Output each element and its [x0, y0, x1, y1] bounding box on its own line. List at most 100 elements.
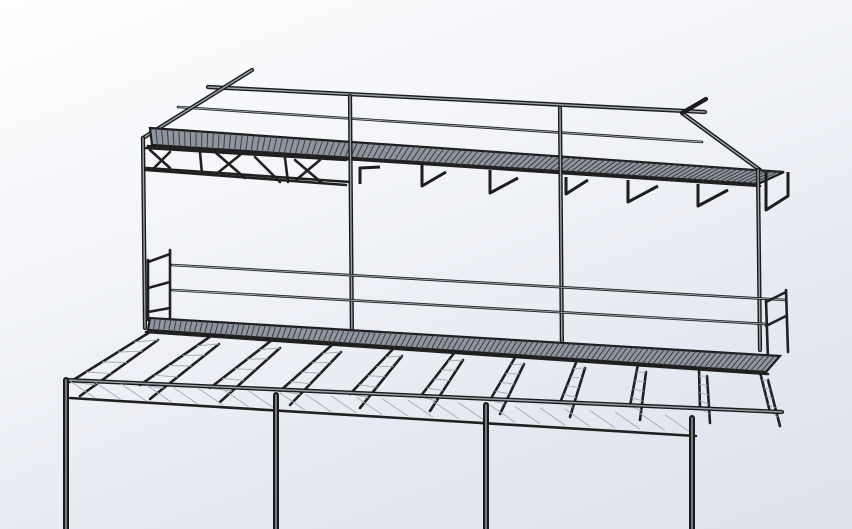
- deck-slat: [509, 153, 525, 169]
- deck-slat: [564, 157, 583, 172]
- deck-slat: [515, 154, 531, 169]
- joist-web: [85, 371, 112, 375]
- deck-slat: [296, 327, 303, 341]
- joist-top-chord: [138, 334, 213, 387]
- front-truss-web: [639, 412, 666, 431]
- deck-slat: [374, 331, 382, 346]
- joist-bottom-chord: [218, 346, 282, 404]
- deck-slat: [605, 345, 618, 362]
- deck-slat: [669, 165, 693, 179]
- front-truss-web: [248, 390, 275, 409]
- deck-slat: [355, 142, 364, 159]
- deck-slat: [291, 326, 298, 340]
- joist-bottom-chord: [568, 366, 587, 419]
- deck-slat: [193, 320, 198, 334]
- deck-slat: [600, 345, 613, 362]
- joist-web: [234, 368, 257, 371]
- deck-slat: [456, 336, 466, 352]
- deck-slat: [172, 129, 175, 147]
- deck-slat: [260, 324, 266, 338]
- front-truss-web: [589, 410, 616, 429]
- joist-bottom-chord: [498, 362, 526, 416]
- front-truss-web: [69, 380, 96, 399]
- deck-slat: [368, 331, 377, 346]
- roof-mid-rail: [176, 105, 704, 144]
- deck-slat: [533, 341, 545, 357]
- deck-slat: [664, 164, 687, 179]
- deck-slat: [631, 162, 652, 177]
- deck-slat: [504, 153, 520, 169]
- deck-slat: [162, 318, 167, 332]
- column-mid-right: [557, 105, 565, 361]
- joist-web: [699, 383, 708, 386]
- deck-slat: [155, 128, 159, 146]
- deck-slat: [188, 320, 193, 333]
- deck-slat: [353, 330, 361, 345]
- deck-slat: [460, 150, 474, 166]
- joist-web: [433, 378, 450, 381]
- front-truss-web: [95, 382, 122, 401]
- deck-slat: [178, 319, 182, 333]
- joist-web: [767, 403, 776, 409]
- deck-slat: [382, 144, 393, 161]
- roof-ridge-beam: [205, 84, 708, 115]
- right-railing: [764, 288, 790, 362]
- deck-slat: [741, 170, 767, 184]
- upper-left-truss: [144, 146, 348, 187]
- deck-slat: [697, 167, 721, 181]
- deck-slat: [570, 158, 589, 173]
- joist-web: [699, 392, 709, 396]
- deck-slat: [745, 354, 760, 371]
- front-truss-web: [458, 402, 485, 421]
- joist-web: [367, 375, 386, 378]
- deck-slat: [360, 142, 370, 159]
- front-truss-web: [171, 386, 198, 405]
- deck-slat: [531, 155, 549, 170]
- joist-top-chord: [697, 366, 702, 411]
- joist-web: [634, 380, 645, 383]
- joist-web: [290, 381, 311, 385]
- deck-slat: [652, 348, 665, 365]
- deck-slat: [389, 332, 398, 347]
- left-railing: [146, 248, 172, 332]
- front-truss-web: [489, 404, 516, 423]
- deck-slat: [209, 321, 214, 335]
- front-truss-web: [539, 407, 566, 426]
- deck-slat: [300, 138, 307, 155]
- deck-slat: [714, 352, 728, 369]
- lower-deck-slats: [152, 318, 776, 372]
- deck-slat: [178, 129, 181, 147]
- deck-slat: [549, 342, 560, 358]
- roof-right-rafter: [679, 96, 763, 173]
- deck-slat: [333, 141, 341, 157]
- floor-truss-joists: [68, 330, 782, 428]
- joist-web: [259, 347, 281, 351]
- deck-slat: [528, 341, 539, 357]
- deck-slat: [307, 327, 314, 342]
- front-truss-web: [407, 399, 434, 418]
- deck-slat: [537, 155, 554, 171]
- deck-slat: [590, 344, 602, 361]
- deck-slat: [662, 349, 676, 366]
- deck-slat: [283, 137, 289, 154]
- deck-slat: [276, 325, 282, 339]
- deck-slat: [173, 319, 177, 332]
- joist-web: [633, 388, 644, 392]
- deck-slat: [348, 330, 356, 344]
- column-right-upper: [755, 167, 763, 353]
- deck-slat: [585, 344, 597, 361]
- deck-slat: [441, 335, 450, 351]
- front-truss-web: [614, 411, 641, 430]
- joist-web: [196, 343, 220, 347]
- deck-slat: [680, 165, 704, 180]
- front-truss: [69, 380, 691, 433]
- deck-slat: [586, 159, 606, 174]
- deck-slat: [626, 347, 639, 363]
- joist-web: [631, 397, 643, 402]
- front-truss-web: [664, 414, 691, 433]
- column-mid-left: [347, 93, 355, 348]
- deck-slat: [454, 149, 468, 165]
- front-truss-web: [146, 384, 173, 403]
- deck-slat: [734, 353, 749, 371]
